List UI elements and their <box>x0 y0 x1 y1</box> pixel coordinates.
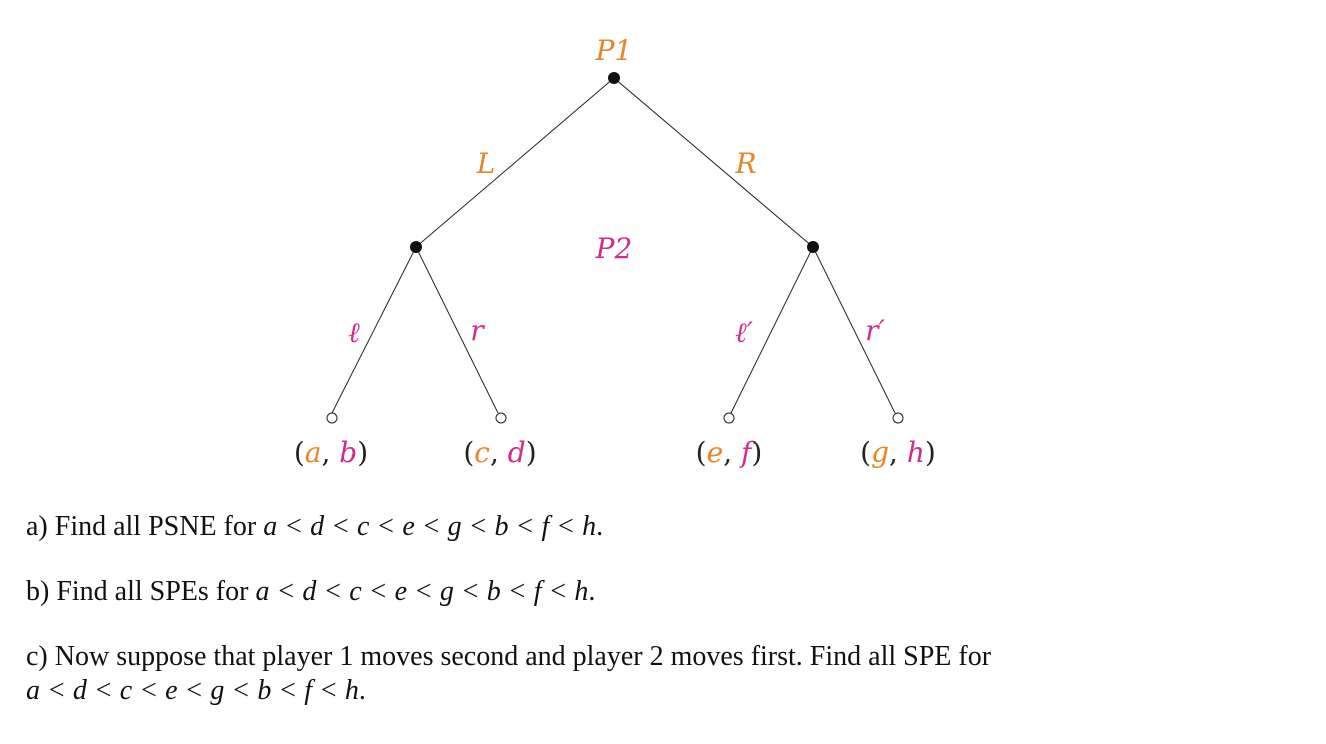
payoff-1: (a, b) <box>294 436 368 469</box>
terminal-node-4 <box>892 412 904 424</box>
player1-label: P1 <box>595 34 633 67</box>
payoff-2: (c, d) <box>463 436 536 469</box>
terminal-node-3 <box>723 412 735 424</box>
game-tree: P1 P2 L R ℓ r ℓ′ r′ (a, b) (c, d) (e, f)… <box>294 34 936 469</box>
edge-r-prime <box>812 246 896 414</box>
question-c-period: . <box>358 675 366 706</box>
question-a: a) Find all PSNE for a < d < c < e < g <… <box>26 510 603 544</box>
terminal-node-1 <box>326 412 338 424</box>
edge-R <box>613 77 814 248</box>
player2-label: P2 <box>595 232 633 265</box>
edge-l <box>331 246 417 414</box>
terminal-node-2 <box>495 412 507 424</box>
question-a-ordering: a < d < c < e < g < b < f < h <box>263 511 597 542</box>
question-b-period: . <box>588 576 596 607</box>
question-a-period: . <box>596 511 604 542</box>
edge-L <box>415 77 615 248</box>
p2-left-decision-node <box>410 241 422 253</box>
question-c: c) Now suppose that player 1 moves secon… <box>26 640 991 708</box>
edge-l-prime <box>730 246 814 414</box>
question-b: b) Find all SPEs for a < d < c < e < g <… <box>26 575 595 609</box>
action-R-label: R <box>734 147 756 180</box>
question-a-text: a) Find all PSNE for <box>26 511 264 542</box>
question-c-text: c) Now suppose that player 1 moves secon… <box>26 641 992 672</box>
action-r-label: r <box>470 314 485 347</box>
question-b-ordering: a < d < c < e < g < b < f < h <box>255 576 589 607</box>
p2-right-decision-node <box>807 241 819 253</box>
edge-r <box>415 246 499 414</box>
action-L-label: L <box>476 147 496 180</box>
question-c-ordering: a < d < c < e < g < b < f < h <box>26 675 359 706</box>
action-r-prime-label: r′ <box>865 314 885 347</box>
action-l-prime-label: ℓ′ <box>735 316 754 349</box>
payoff-4: (g, h) <box>860 436 936 469</box>
payoff-3: (e, f) <box>696 436 763 469</box>
question-b-text: b) Find all SPEs for <box>26 576 256 607</box>
action-l-label: ℓ <box>348 316 360 349</box>
p1-decision-node <box>608 72 620 84</box>
